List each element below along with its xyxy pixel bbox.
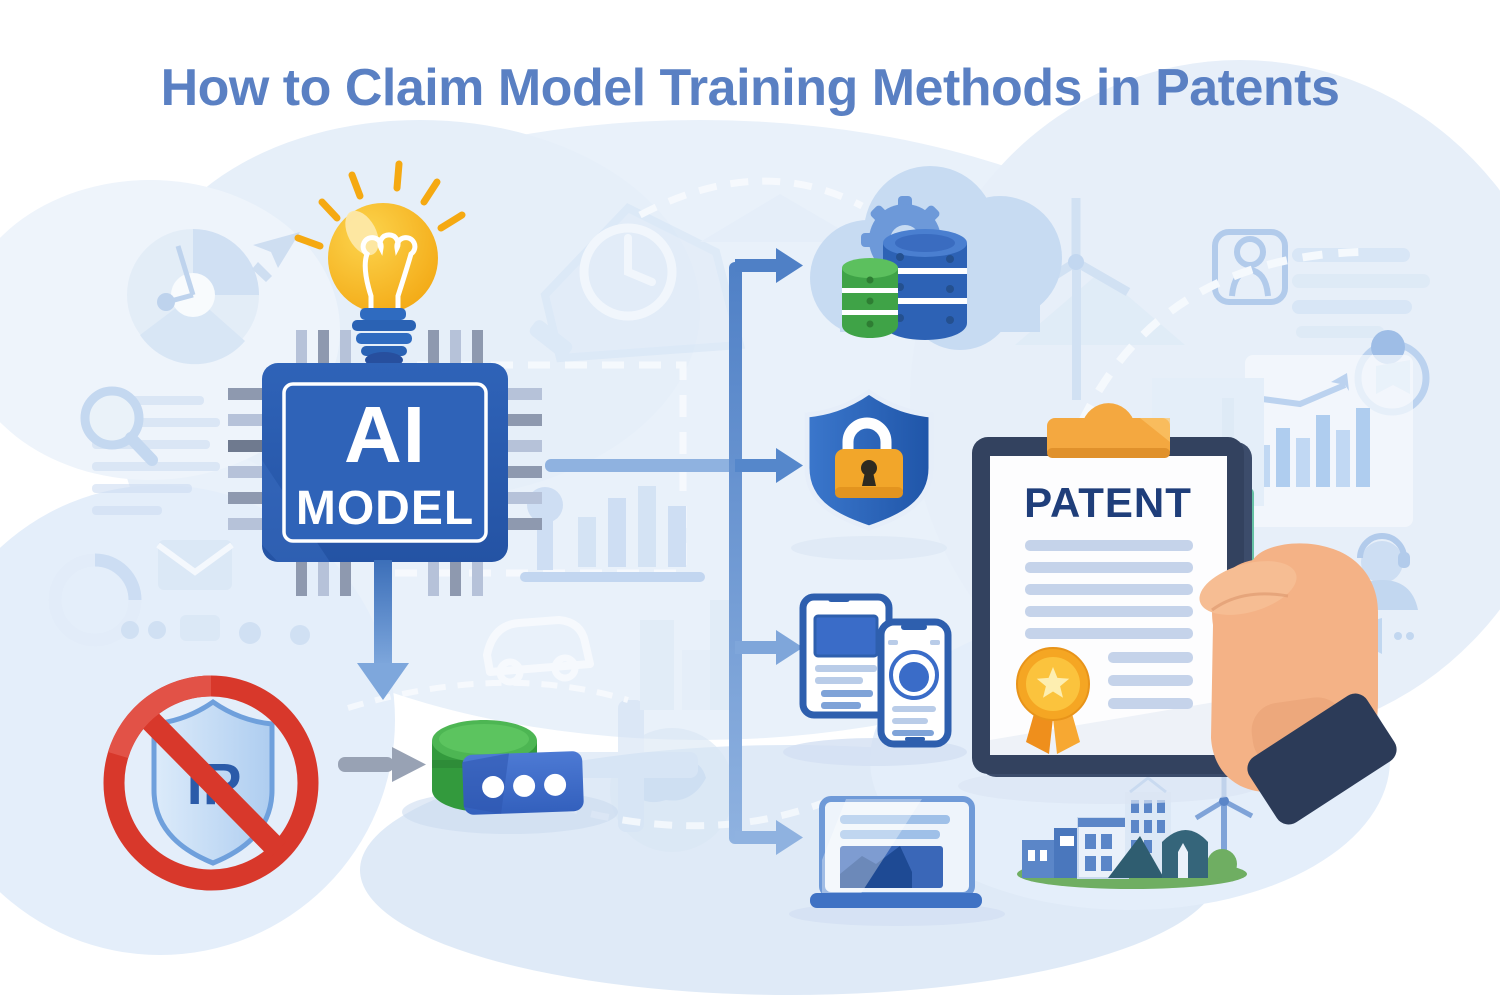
house-history-icon <box>529 203 746 363</box>
left-decor-icons <box>48 540 310 647</box>
dashed-arc <box>1183 759 1429 962</box>
laptop-icon <box>789 796 1005 926</box>
ai-chip-icon: AI MODEL <box>228 330 542 596</box>
mountain-shape <box>1015 272 1185 345</box>
faded-city-icon <box>640 600 732 710</box>
globe-icon <box>566 700 734 852</box>
chip-pins <box>228 330 542 596</box>
dashed-arc <box>638 177 864 219</box>
cloud-database-icon <box>810 166 1062 350</box>
gray-arrow-icon <box>338 747 426 782</box>
chip-label-model: MODEL <box>296 482 474 535</box>
patent-label: PATENT <box>1024 479 1192 526</box>
no-ip-protection-icon: IP <box>103 675 319 891</box>
chip-label-ai: AI <box>344 390 426 479</box>
devices-group <box>783 593 967 766</box>
holding-hand-icon <box>1199 543 1397 825</box>
sleeve-cuff <box>1247 693 1397 825</box>
security-shield-lock-icon <box>791 388 947 560</box>
green-database-icon <box>842 258 898 338</box>
lightbulb-icon <box>294 160 466 368</box>
mountain-shape <box>700 194 862 242</box>
gauge-icon <box>127 229 259 365</box>
cursor-icon <box>252 232 300 282</box>
tablet-icon <box>799 593 893 719</box>
smartphone-icon <box>877 618 952 748</box>
sync-ring-icon <box>1354 330 1430 416</box>
medal-ribbon-icon <box>1016 647 1090 754</box>
magnifier-document-icon <box>80 386 220 515</box>
prohibition-icon <box>103 675 319 891</box>
training-database-icon <box>402 720 618 834</box>
down-arrow-icon <box>357 560 409 700</box>
patent-text-lines <box>1025 540 1193 709</box>
dashed-arc <box>347 679 629 711</box>
flow-connector-arrows <box>545 248 803 855</box>
lock-shackle <box>842 417 892 452</box>
growth-chart-icon <box>1198 355 1413 527</box>
page-title: How to Claim Model Training Methods in P… <box>160 59 1340 117</box>
patent-clipboard-icon: PATENT <box>958 403 1258 804</box>
city-buildings-icon <box>1017 768 1254 889</box>
car-icon <box>483 616 594 686</box>
clipboard-clip-icon <box>1047 403 1170 458</box>
